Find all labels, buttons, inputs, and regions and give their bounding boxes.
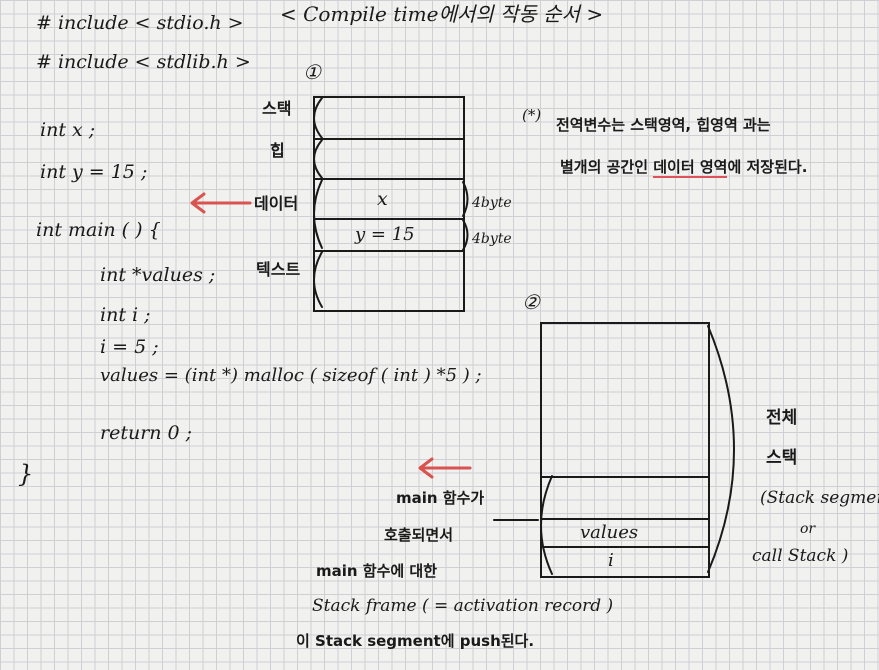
code-malloc: values = (int *) malloc ( sizeof ( int )…: [100, 365, 482, 386]
segment-label-data: 데이터: [254, 194, 299, 213]
note1-line1: 전역변수는 스택영역, 힙영역 과는: [556, 116, 771, 134]
note2-line3: main 함수에 대한: [316, 562, 438, 580]
brace-y: [462, 219, 469, 251]
code-decl-y: int y = 15 ;: [40, 161, 148, 183]
stack-side-label-3: (Stack segment: [760, 488, 879, 508]
bracket-stack: [313, 97, 323, 139]
stack-cell-values: [542, 520, 708, 548]
stack-frame-top: [542, 478, 708, 520]
note2-line1: main 함수가: [396, 489, 485, 507]
diagram1-number: ①: [303, 60, 321, 84]
note2-line4: Stack frame ( = activation record ): [312, 596, 614, 616]
stack-segment: [315, 98, 463, 140]
stack-values-label: values: [580, 522, 639, 543]
data-segment-x: [315, 180, 463, 220]
size-label-y: 4byte: [472, 231, 512, 247]
note1-line2: 별개의 공간인 데이터 영역에 저장된다.: [560, 158, 808, 178]
data-var-y: y = 15: [355, 224, 415, 245]
bracket-data: [313, 179, 323, 249]
bracket-heap: [313, 139, 323, 179]
note2-line5: 이 Stack segment에 push된다.: [296, 632, 535, 650]
note1-line2-post: 에 저장된다.: [727, 158, 808, 176]
segment-label-text: 텍스트: [256, 260, 301, 279]
code-decl-values: int *values ;: [100, 264, 216, 286]
bracket-stack-frame: [540, 475, 553, 575]
heap-segment: [315, 140, 463, 180]
bracket-text: [313, 251, 323, 308]
stack-segment-diagram: values i: [540, 322, 710, 578]
code-assign-i: i = 5 ;: [100, 336, 159, 358]
code-main-close: }: [18, 460, 34, 488]
stack-side-label-1: 전체: [766, 408, 798, 428]
note1-highlight: 데이터 영역: [653, 158, 728, 178]
code-include-stdlib: # include < stdlib.h >: [36, 51, 251, 73]
stack-i-label: i: [608, 550, 614, 571]
note1-line2-pre: 별개의 공간인: [560, 158, 654, 176]
code-decl-i: int i ;: [100, 304, 151, 326]
diagram2-number: ②: [522, 290, 540, 314]
segment-label-heap: 힙: [270, 141, 285, 160]
page-title: < Compile time에서의 작동 순서 >: [280, 2, 604, 26]
red-arrow-data: [190, 192, 252, 214]
code-main-open: int main ( ) {: [36, 219, 161, 241]
code-return: return 0 ;: [100, 422, 193, 444]
code-include-stdio: # include < stdio.h >: [36, 12, 244, 34]
code-decl-x: int x ;: [40, 119, 96, 141]
size-label-x: 4byte: [472, 195, 512, 211]
brace-whole-stack: [707, 325, 735, 573]
brace-x: [462, 181, 469, 217]
stack-side-label-4: or: [800, 521, 816, 537]
stack-side-label-5: call Stack ): [752, 546, 849, 566]
note2-line2: 호출되면서: [384, 526, 454, 544]
note1-marker: (*): [522, 106, 542, 124]
stack-empty-area: [542, 324, 708, 478]
segment-label-stack: 스택: [262, 99, 292, 118]
red-arrow-stack: [418, 457, 472, 479]
data-segment-y: [315, 220, 463, 252]
stack-side-label-2: 스택: [766, 448, 798, 468]
data-var-x: x: [377, 188, 388, 210]
